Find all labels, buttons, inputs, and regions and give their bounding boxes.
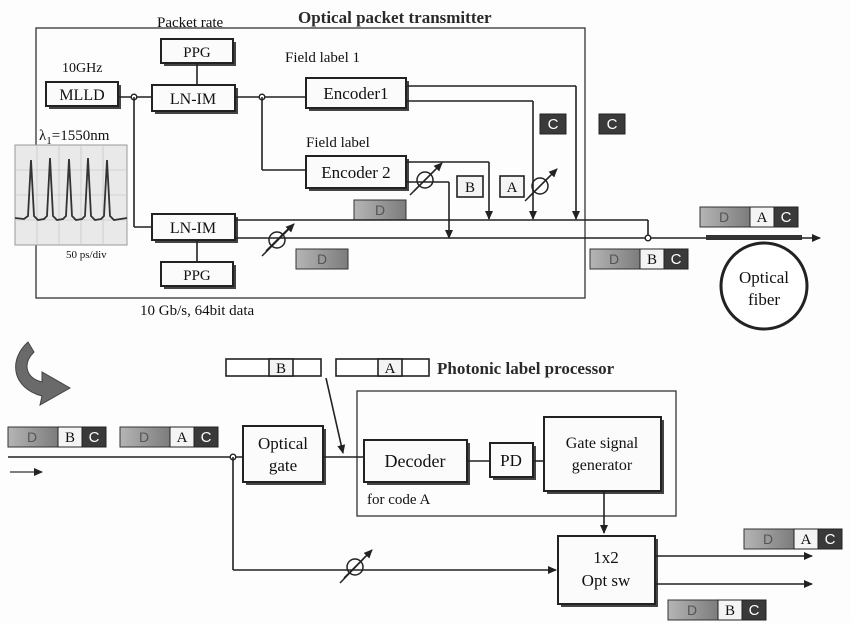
lnim-top-label: LN-IM: [170, 91, 216, 108]
transmitter-title: Optical packet transmitter: [298, 8, 492, 27]
label-tag-a-text: A: [507, 180, 518, 196]
optical-gate-box: [242, 425, 324, 483]
lnim-bottom-label: LN-IM: [170, 220, 216, 237]
gate-signal-generator-box: [543, 416, 662, 492]
data-tag-d: [295, 248, 349, 270]
optical-gate-label-2: gate: [269, 456, 297, 475]
mlld-label: MLLD: [59, 87, 104, 104]
field-label-2: Field label: [306, 135, 370, 151]
switch-label-2: Opt sw: [582, 571, 631, 590]
svg-text:C: C: [825, 531, 836, 548]
optical-gate-label-1: Optical: [258, 434, 308, 453]
label-tag-a: [499, 175, 525, 198]
packet-dbc-input: D B C: [7, 426, 107, 448]
packet-rate-label: Packet rate: [157, 15, 224, 31]
svg-text:C: C: [749, 602, 760, 619]
processor-title: Photonic label processor: [437, 359, 615, 378]
packet-dac: D A C: [699, 206, 799, 228]
wavelength-label: λ1=1550nm: [39, 128, 110, 147]
packet-dac-output: D A C: [743, 528, 843, 550]
svg-text:A: A: [177, 430, 188, 446]
optical-fiber-coil: [719, 241, 809, 331]
encoder2-box: [305, 155, 407, 189]
svg-text:B: B: [725, 603, 735, 619]
svg-text:B: B: [276, 361, 286, 377]
packet-dbc-output: D B C: [667, 599, 767, 621]
pd-label: PD: [500, 451, 522, 470]
svg-text:D: D: [27, 429, 37, 445]
svg-text:A: A: [757, 210, 768, 226]
encoder1-label: Encoder1: [323, 84, 388, 103]
ppg-top-box: [160, 38, 234, 64]
lnim-top-box: [151, 84, 236, 112]
processor-frame: [356, 390, 677, 517]
gate-generator-label-2: generator: [572, 457, 633, 474]
data-tag-d-text: D: [375, 202, 385, 218]
field-label-1: Field label 1: [285, 50, 360, 66]
svg-text:D: D: [609, 251, 619, 267]
fiber-label-1: Optical: [739, 268, 789, 287]
lnim-bottom-box: [151, 213, 236, 241]
gate-generator-label-1: Gate signal: [566, 435, 639, 452]
oscilloscope-trace: [14, 144, 128, 246]
clock-label: 10GHz: [62, 61, 102, 76]
decoder-label: Decoder: [385, 451, 446, 471]
label-tag-c: [539, 113, 567, 135]
svg-text:D: D: [139, 429, 149, 445]
scope-scale-label: 50 ps/div: [66, 249, 107, 261]
curved-arrow-icon: [15, 341, 72, 406]
pd-box: [489, 442, 534, 478]
for-code-label: for code A: [367, 492, 430, 508]
label-a-bar: A: [335, 358, 430, 377]
label-tag-b: [456, 175, 484, 198]
label-tag-c-text: C: [607, 116, 618, 133]
delay-line-icon: [339, 549, 373, 584]
svg-text:C: C: [671, 251, 682, 268]
svg-text:C: C: [201, 429, 212, 446]
label-tag-c-text: C: [548, 116, 559, 133]
label-tag-b-text: B: [465, 180, 475, 196]
svg-text:D: D: [719, 209, 729, 225]
packet-dac-input: D A C: [119, 426, 219, 448]
fiber-label-2: fiber: [748, 290, 780, 309]
svg-text:D: D: [763, 531, 773, 547]
delay-line-icon: [524, 168, 558, 202]
data-tag-d-text: D: [317, 251, 327, 267]
delay-line-icon: [409, 162, 443, 196]
data-caption: 10 Gb/s, 64bit data: [140, 303, 254, 319]
svg-text:D: D: [687, 602, 697, 618]
decoder-box: [363, 439, 468, 483]
fiber-bar: [706, 235, 802, 240]
packet-dbc: D B C: [589, 248, 689, 270]
encoder1-box: [305, 77, 407, 109]
optical-switch-box: [557, 535, 656, 605]
label-b-bar: B: [225, 358, 322, 377]
ppg-top-label: PPG: [183, 45, 211, 61]
svg-text:B: B: [647, 252, 657, 268]
svg-text:B: B: [65, 430, 75, 446]
svg-text:A: A: [385, 361, 396, 377]
svg-text:C: C: [781, 209, 792, 226]
encoder2-label: Encoder 2: [321, 163, 390, 182]
svg-text:A: A: [801, 532, 812, 548]
label-tag-c: [598, 113, 626, 135]
svg-text:C: C: [89, 429, 100, 446]
ppg-bottom-label: PPG: [183, 268, 211, 284]
mlld-box: [45, 81, 119, 107]
switch-label-1: 1x2: [593, 548, 619, 567]
delay-line-icon: [261, 223, 295, 257]
